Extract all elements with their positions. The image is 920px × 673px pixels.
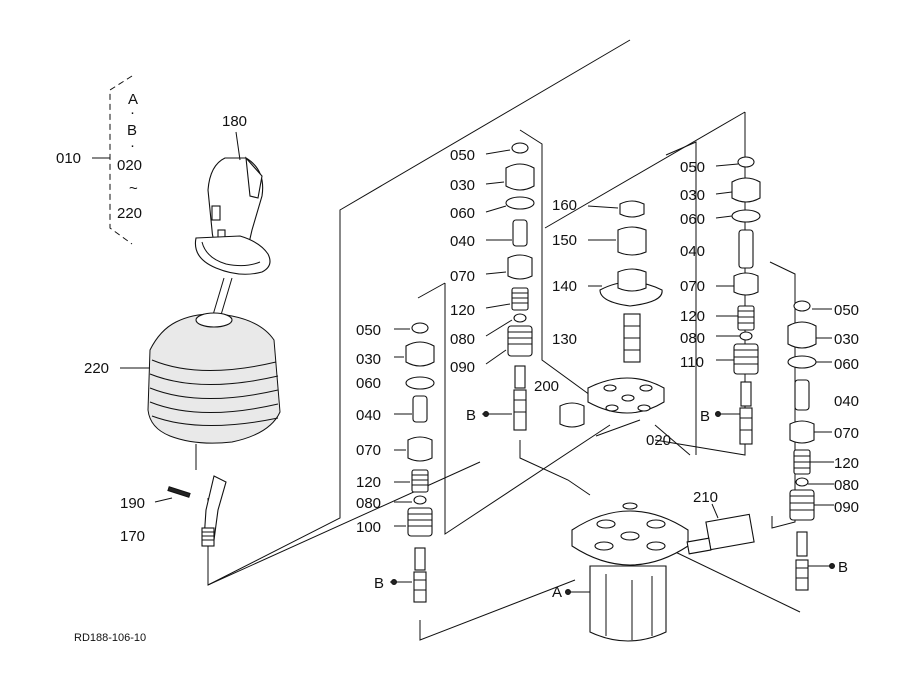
label-cr-050: 050 <box>680 159 705 176</box>
label-170: 170 <box>120 528 145 545</box>
lever-grip-180: 180 <box>194 113 271 326</box>
label-cr-030: 030 <box>680 187 705 204</box>
label-cr-060: 060 <box>680 211 705 228</box>
label-left-080: 080 <box>356 495 381 512</box>
label-fr-070: 070 <box>834 425 859 442</box>
group-line-4: · <box>130 137 135 154</box>
label-cl-030: 030 <box>450 177 475 194</box>
label-fr-120: 120 <box>834 455 859 472</box>
label-cl-050: 050 <box>450 147 475 164</box>
far-right-plunger-stack: 050 030 060 040 070 120 080 090 B <box>787 300 859 591</box>
label-fr-B: B <box>838 559 848 576</box>
rubber-boot-220: 220 <box>84 312 281 470</box>
label-140: 140 <box>552 278 577 295</box>
drawing-code: RD188-106-10 <box>74 632 146 644</box>
label-cr-110: 110 <box>680 354 704 371</box>
label-fr-080: 080 <box>834 477 859 494</box>
group-line-1: A <box>128 91 138 108</box>
label-160: 160 <box>552 197 577 214</box>
group-code: 010 <box>56 150 81 167</box>
label-fr-030: 030 <box>834 331 859 348</box>
middle-parts: 160 150 140 130 200 020 <box>534 197 671 449</box>
label-020: 020 <box>646 432 671 449</box>
label-left-120: 120 <box>356 474 381 491</box>
left-plunger-stack: 050 030 060 040 070 120 080 100 B <box>356 322 435 603</box>
label-fr-090: 090 <box>834 499 859 516</box>
label-cl-070: 070 <box>450 268 475 285</box>
assembly-group-bracket: 010 A · B · 020 ~ 220 <box>56 75 142 245</box>
label-150: 150 <box>552 232 577 249</box>
label-200: 200 <box>534 378 559 395</box>
label-left-100: 100 <box>356 519 381 536</box>
group-line-2: · <box>130 104 135 121</box>
label-130: 130 <box>552 331 577 348</box>
label-fr-040: 040 <box>834 393 859 410</box>
label-fr-050: 050 <box>834 302 859 319</box>
label-cr-B: B <box>700 408 710 425</box>
group-line-6: ~ <box>129 180 138 197</box>
label-cl-B: B <box>466 407 476 424</box>
label-left-050: 050 <box>356 322 381 339</box>
label-220: 220 <box>84 360 109 377</box>
center-right-plunger-stack: 050 030 060 040 070 120 080 110 B <box>680 156 761 445</box>
valve-body-assembly: 210 A <box>552 489 755 642</box>
center-left-plunger-stack: 050 030 060 040 070 120 080 090 B <box>450 142 535 431</box>
label-fr-060: 060 <box>834 356 859 373</box>
label-left-040: 040 <box>356 407 381 424</box>
label-180: 180 <box>222 113 247 130</box>
label-left-070: 070 <box>356 442 381 459</box>
label-A: A <box>552 584 562 601</box>
group-line-3: B <box>127 122 137 139</box>
label-cl-080: 080 <box>450 331 475 348</box>
group-line-7: 220 <box>117 205 142 222</box>
label-cl-060: 060 <box>450 205 475 222</box>
label-cr-070: 070 <box>680 278 705 295</box>
label-cr-080: 080 <box>680 330 705 347</box>
label-left-060: 060 <box>356 375 381 392</box>
label-cl-120: 120 <box>450 302 475 319</box>
lever-rod-170: 190 170 <box>120 475 227 547</box>
label-cr-120: 120 <box>680 308 705 325</box>
label-cr-040: 040 <box>680 243 705 260</box>
label-210: 210 <box>693 489 718 506</box>
label-190: 190 <box>120 495 145 512</box>
label-left-030: 030 <box>356 351 381 368</box>
group-line-5: 020 <box>117 157 142 174</box>
label-cl-040: 040 <box>450 233 475 250</box>
label-cl-090: 090 <box>450 359 475 376</box>
label-left-B: B <box>374 575 384 592</box>
